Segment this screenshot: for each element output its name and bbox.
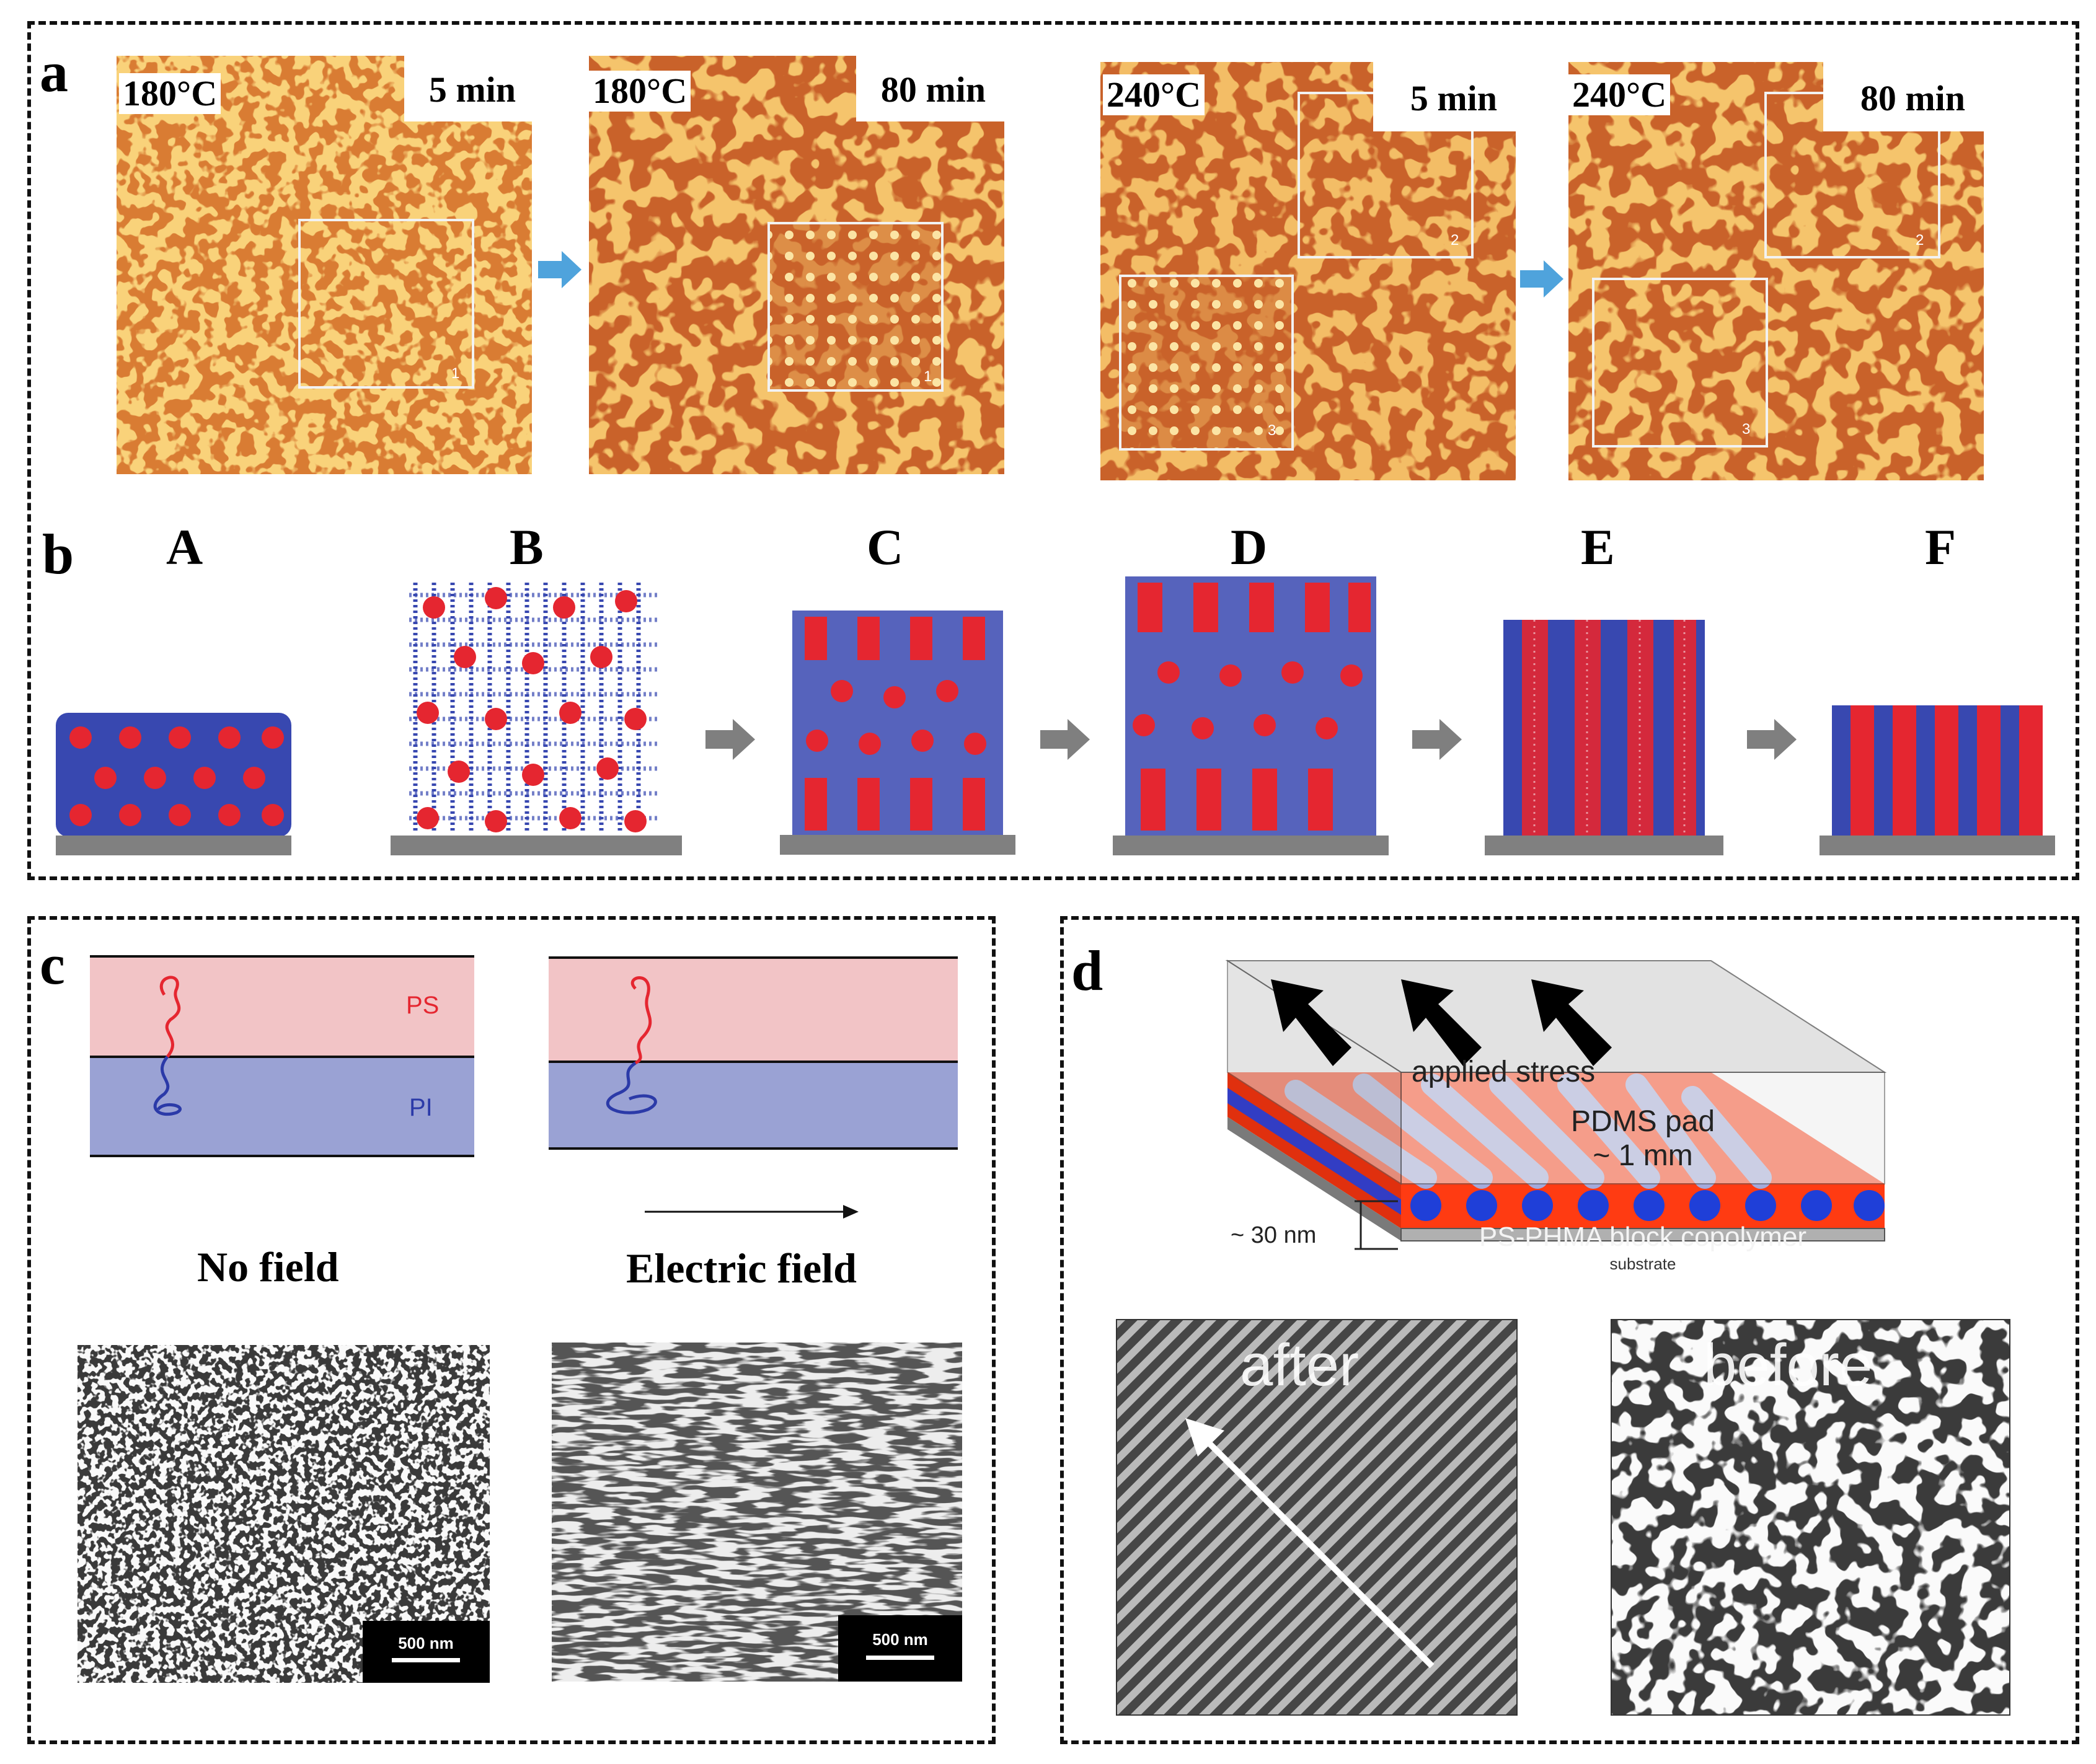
process-arrow-1 (538, 251, 581, 288)
scale-bar-label: 500 nm (872, 1630, 928, 1649)
electric-field-arrow (645, 1205, 859, 1219)
alignment-arrow-shaft (1206, 1440, 1435, 1669)
model-label-e: E (1581, 519, 1615, 575)
pdms-pad-label: PDMS pad (1571, 1105, 1715, 1138)
inset-box-1 (298, 219, 474, 389)
schematic-no-field: PS PI (90, 955, 474, 1157)
panel-ab-frame (27, 21, 2079, 880)
applied-stress-label: applied stress (1412, 1056, 1595, 1088)
time-label: 5 min (404, 56, 532, 121)
copolymer-label: PS-PHMA block copolymer (1479, 1222, 1806, 1252)
film-thickness-label: ~ 30 nm (1231, 1222, 1316, 1248)
model-arrow-2 (1040, 719, 1090, 760)
morphology-b (391, 576, 682, 855)
inset-box-3 (1592, 278, 1768, 448)
morphology-f (1820, 705, 2055, 855)
time-label: 5 min (1373, 62, 1516, 131)
after-label: after (1240, 1332, 1360, 1398)
schematic-electric-field (549, 956, 958, 1150)
alignment-arrow-head (1185, 1418, 1224, 1457)
tem-image-electric-field: 500 nm (552, 1343, 962, 1682)
caption-electric-field: Electric field (626, 1245, 857, 1292)
after-texture (1115, 1318, 1519, 1717)
layer-pi-label: PI (409, 1094, 433, 1121)
layer-ps-label: PS (406, 992, 439, 1019)
model-label-c: C (867, 519, 904, 575)
model-label-a: A (166, 519, 203, 575)
tem-image-before: before (1609, 1318, 2012, 1717)
afm-texture: 1 (589, 56, 1004, 474)
tem-image-after: after (1115, 1318, 1519, 1717)
afm-image-180c-80min: 1 180°C 80 min (589, 56, 1004, 474)
morphology-e (1485, 620, 1723, 855)
before-label: before (1704, 1332, 1873, 1398)
inset-number: 3 (1742, 421, 1750, 438)
pad-thickness-label: ~ 1 mm (1593, 1139, 1692, 1172)
inset-box-1 (767, 222, 944, 392)
panel-b-label: b (42, 523, 74, 586)
afm-texture: 2 3 (1100, 62, 1516, 480)
temperature-label: 180°C (589, 71, 691, 112)
process-arrow-2 (1520, 260, 1563, 298)
model-arrow-1 (705, 719, 755, 760)
film-thickness-marker: ~ 30 nm (1231, 1200, 1398, 1250)
scale-bar (866, 1656, 934, 1660)
morphology-c (780, 611, 1015, 855)
scale-bar (392, 1658, 460, 1662)
inset-number: 2 (1451, 232, 1459, 249)
tem-image-no-field: 500 nm (77, 1345, 490, 1683)
scale-bar-label: 500 nm (398, 1634, 454, 1652)
morphology-a (56, 713, 291, 855)
panel-c-frame (27, 916, 996, 1744)
afm-image-240c-80min: 2 3 240°C 80 min (1568, 62, 1984, 480)
time-label: 80 min (856, 56, 1004, 121)
panel-c-label: c (40, 933, 65, 996)
model-label-d: D (1231, 519, 1268, 575)
afm-image-240c-5min: 2 3 240°C 5 min (1100, 62, 1516, 480)
afm-texture: 2 3 (1568, 62, 1984, 480)
scale-bar-box (363, 1621, 490, 1683)
panel-a-label: a (40, 40, 68, 104)
temperature-label: 240°C (1568, 74, 1671, 115)
panel-d-frame (1060, 916, 2079, 1744)
before-texture (1609, 1318, 2012, 1717)
afm-image-180c-5min: 1 180°C 5 min (117, 56, 532, 474)
afm-texture: 1 (117, 56, 532, 474)
model-label-b: B (510, 519, 544, 575)
inset-number: 1 (924, 368, 932, 385)
model-arrow-3 (1412, 719, 1462, 760)
model-arrow-4 (1747, 719, 1797, 760)
time-label: 80 min (1823, 62, 1984, 131)
temperature-label: 180°C (119, 73, 221, 114)
stress-alignment-schematic: applied stress PDMS pad ~ 1 mm PS-PHMA b… (1225, 959, 1887, 1273)
model-label-f: F (1925, 519, 1957, 575)
inset-box-3 (1119, 275, 1294, 451)
temperature-label: 240°C (1103, 74, 1205, 115)
inset-number: 3 (1268, 422, 1276, 439)
caption-no-field: No field (197, 1243, 339, 1290)
inset-number: 1 (451, 365, 459, 382)
scale-bar-box (838, 1615, 962, 1682)
substrate-label: substrate (1610, 1255, 1676, 1273)
morphology-d (1113, 576, 1389, 855)
panel-d-label: d (1071, 939, 1103, 1002)
inset-number: 2 (1916, 232, 1924, 249)
